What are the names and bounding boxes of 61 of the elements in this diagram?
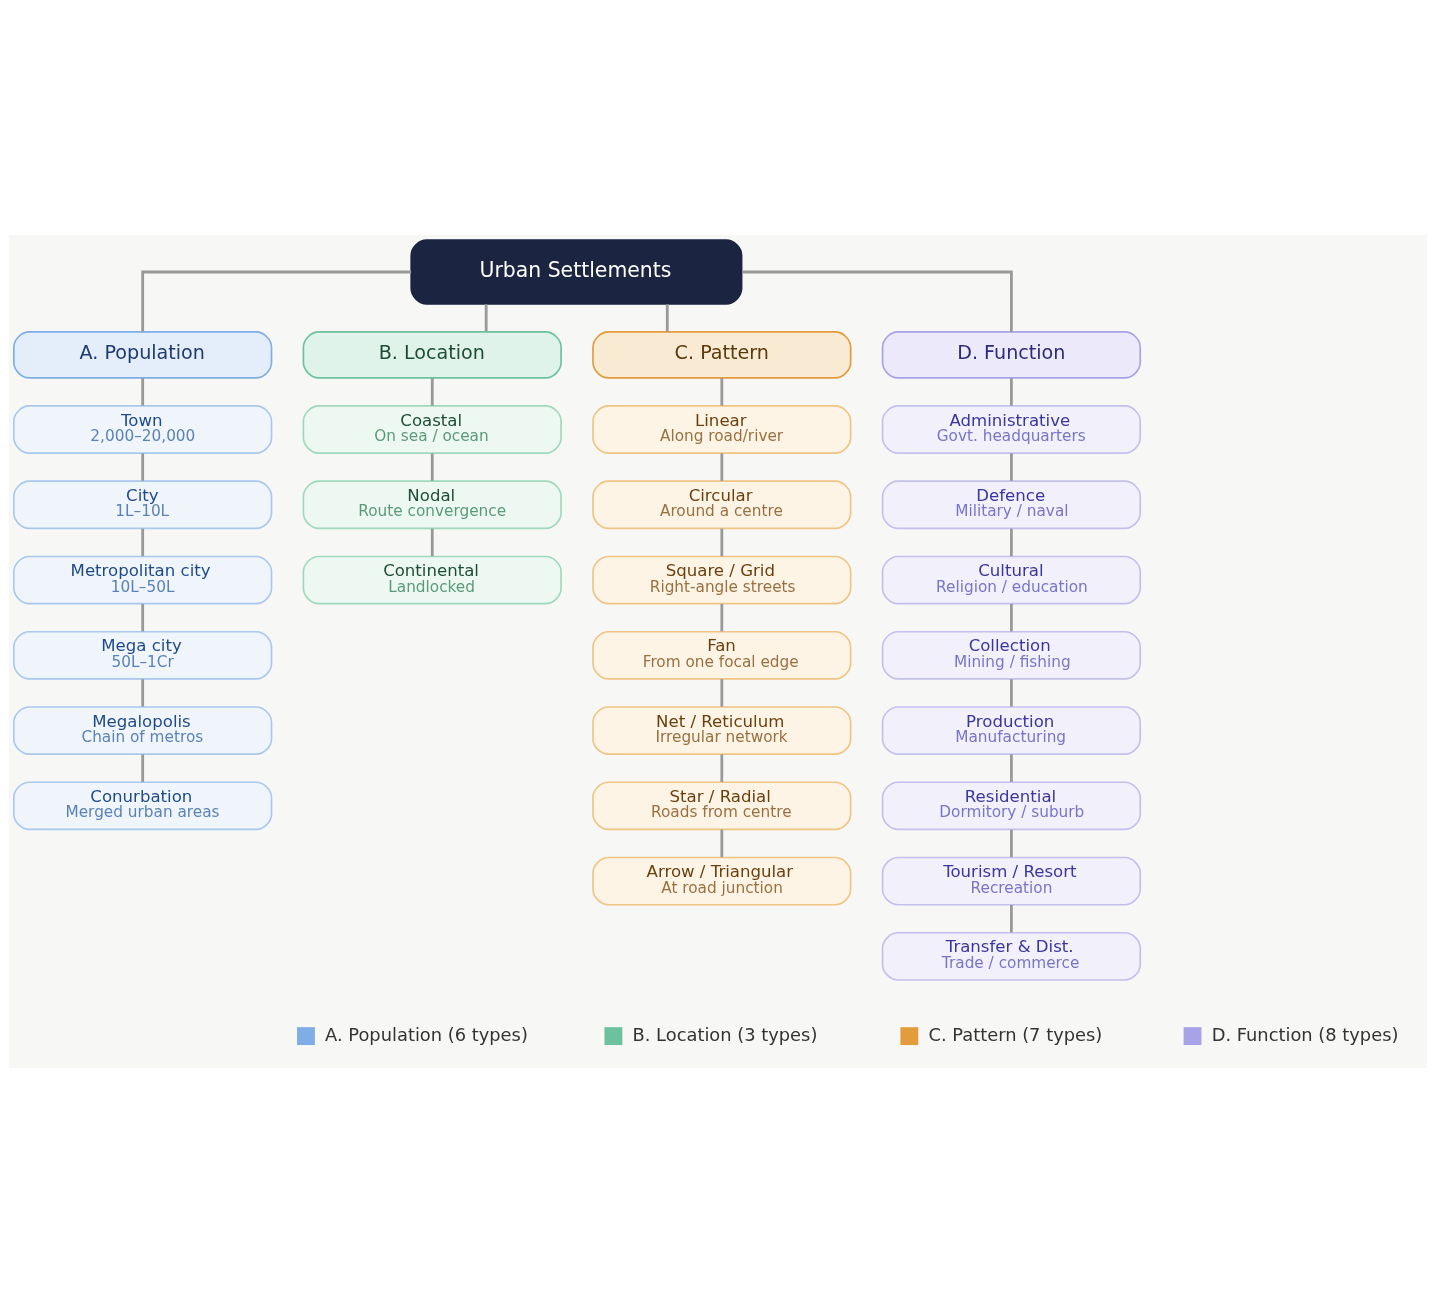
connector — [141, 753, 145, 782]
node-box: Fan From one focal edge — [592, 630, 852, 680]
connector — [1010, 753, 1013, 782]
connector — [1010, 603, 1013, 631]
node-box: City 1L–10L — [13, 479, 273, 529]
node-box: Cultural Religion / education — [881, 555, 1142, 604]
node-box: Town 2,000–20,000 — [13, 404, 273, 454]
connector — [484, 303, 488, 332]
connector — [1010, 377, 1013, 406]
node-box: Metropolitan city 10L–50L — [13, 555, 273, 604]
node-box: B. Location — [302, 330, 562, 379]
node-box: Defence Military / naval — [881, 479, 1142, 529]
node-box: Continental Landlocked — [302, 555, 562, 604]
connector — [141, 528, 145, 556]
connector — [141, 678, 145, 707]
connector — [720, 452, 724, 481]
connector — [742, 270, 1013, 332]
node-box: A. Population — [13, 330, 273, 379]
node-box: Tourism / Resort Recreation — [881, 856, 1142, 906]
node-box: D. Function — [881, 330, 1142, 379]
legend-label: A. Population (6 types) — [325, 1023, 528, 1045]
node-box: Net / Reticulum Irregular network — [592, 705, 852, 755]
node-box: Star / Radial Roads from centre — [592, 780, 852, 830]
connector — [141, 270, 412, 332]
connector — [720, 678, 724, 707]
connector — [720, 753, 724, 782]
node-box: Collection Mining / fishing — [881, 630, 1142, 680]
node-box: Administrative Govt. headquarters — [881, 404, 1142, 454]
node-box: Coastal On sea / ocean — [302, 404, 562, 454]
connector — [430, 377, 434, 406]
connector — [141, 452, 145, 481]
connector — [720, 528, 724, 556]
node-box: Production Manufacturing — [881, 705, 1142, 755]
legend-label: D. Function (8 types) — [1211, 1023, 1399, 1045]
connector — [430, 528, 434, 556]
node-box: Nodal Route convergence — [302, 479, 562, 529]
connector — [430, 452, 434, 481]
legend-label: C. Pattern (7 types) — [928, 1023, 1103, 1045]
connector — [1010, 829, 1013, 857]
legend-label: B. Location (3 types) — [632, 1023, 818, 1045]
node-box: Arrow / Triangular At road junction — [592, 856, 852, 906]
node-box: C. Pattern — [592, 330, 852, 379]
node-box: Urban Settlements — [410, 238, 743, 305]
connector — [665, 303, 669, 332]
connector — [1010, 904, 1013, 932]
connector — [720, 377, 724, 406]
node-box: Circular Around a centre — [592, 479, 852, 529]
connector — [141, 377, 145, 406]
connector — [720, 603, 724, 631]
node-box: Square / Grid Right-angle streets — [592, 555, 852, 604]
node-box: Transfer & Dist. Trade / commerce — [881, 931, 1142, 981]
node-box: Linear Along road/river — [592, 404, 852, 454]
connector — [1010, 528, 1013, 556]
node-box: Residential Dormitory / suburb — [881, 780, 1142, 830]
connector — [141, 603, 145, 631]
connector — [1010, 678, 1013, 707]
node-box: Megalopolis Chain of metros — [13, 705, 273, 755]
node-box: Conurbation Merged urban areas — [13, 780, 273, 830]
connector — [720, 829, 724, 857]
node-box: Mega city 50L–1Cr — [13, 630, 273, 680]
connector — [1010, 452, 1013, 481]
